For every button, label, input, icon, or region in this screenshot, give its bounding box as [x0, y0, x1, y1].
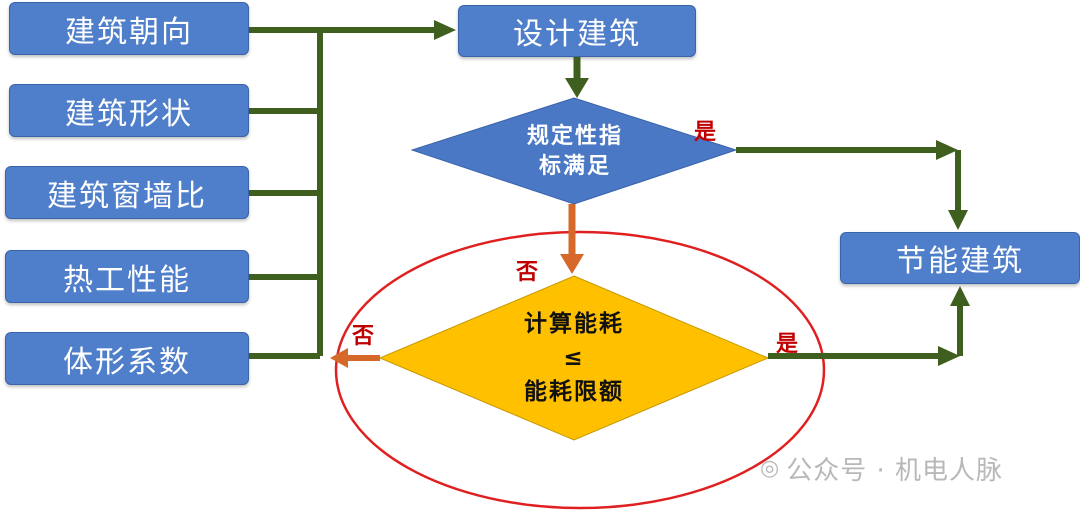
- input-label-shape-coefficient: 体形系数: [63, 344, 191, 380]
- design-building-label: 设计建筑: [513, 17, 641, 52]
- design-building-box: 设计建筑: [458, 5, 696, 57]
- calc-diamond-line3: 能耗限额: [524, 379, 624, 405]
- watermark: ◎ 公众号 · 机电人脉: [760, 450, 1003, 487]
- yes-label-bottom: 是: [776, 332, 799, 357]
- check-diamond-line1: 规定性指: [526, 124, 623, 149]
- check-diamond-text: 规定性指 标满足: [480, 116, 670, 188]
- input-label-orientation: 建筑朝向: [65, 14, 193, 50]
- calc-diamond-line2: ≤: [563, 345, 585, 371]
- highlight-ellipse: [334, 230, 826, 510]
- input-box-shape-coefficient: 体形系数: [5, 332, 249, 385]
- input-label-shape: 建筑形状: [65, 96, 193, 132]
- input-box-thermal-performance: 热工性能: [5, 250, 249, 303]
- calc-diamond-text: 计算能耗 ≤ 能耗限额: [484, 306, 664, 410]
- input-box-window-wall-ratio: 建筑窗墙比: [5, 166, 249, 219]
- wechat-icon: ◎: [760, 456, 781, 481]
- energy-saving-building-label: 节能建筑: [896, 244, 1024, 279]
- input-box-orientation: 建筑朝向: [9, 2, 249, 55]
- input-label-thermal-performance: 热工性能: [63, 262, 191, 298]
- energy-saving-building-box: 节能建筑: [840, 232, 1080, 284]
- calc-diamond: [378, 275, 770, 441]
- input-box-shape: 建筑形状: [9, 84, 249, 137]
- no-label-down: 否: [516, 260, 539, 285]
- input-label-window-wall-ratio: 建筑窗墙比: [47, 178, 207, 214]
- check-diamond-line2: 标满足: [538, 154, 611, 179]
- no-label-left: 否: [352, 324, 375, 349]
- calc-diamond-line1: 计算能耗: [524, 311, 624, 337]
- yes-label-top: 是: [694, 120, 717, 145]
- watermark-text: 公众号 · 机电人脉: [786, 456, 1003, 486]
